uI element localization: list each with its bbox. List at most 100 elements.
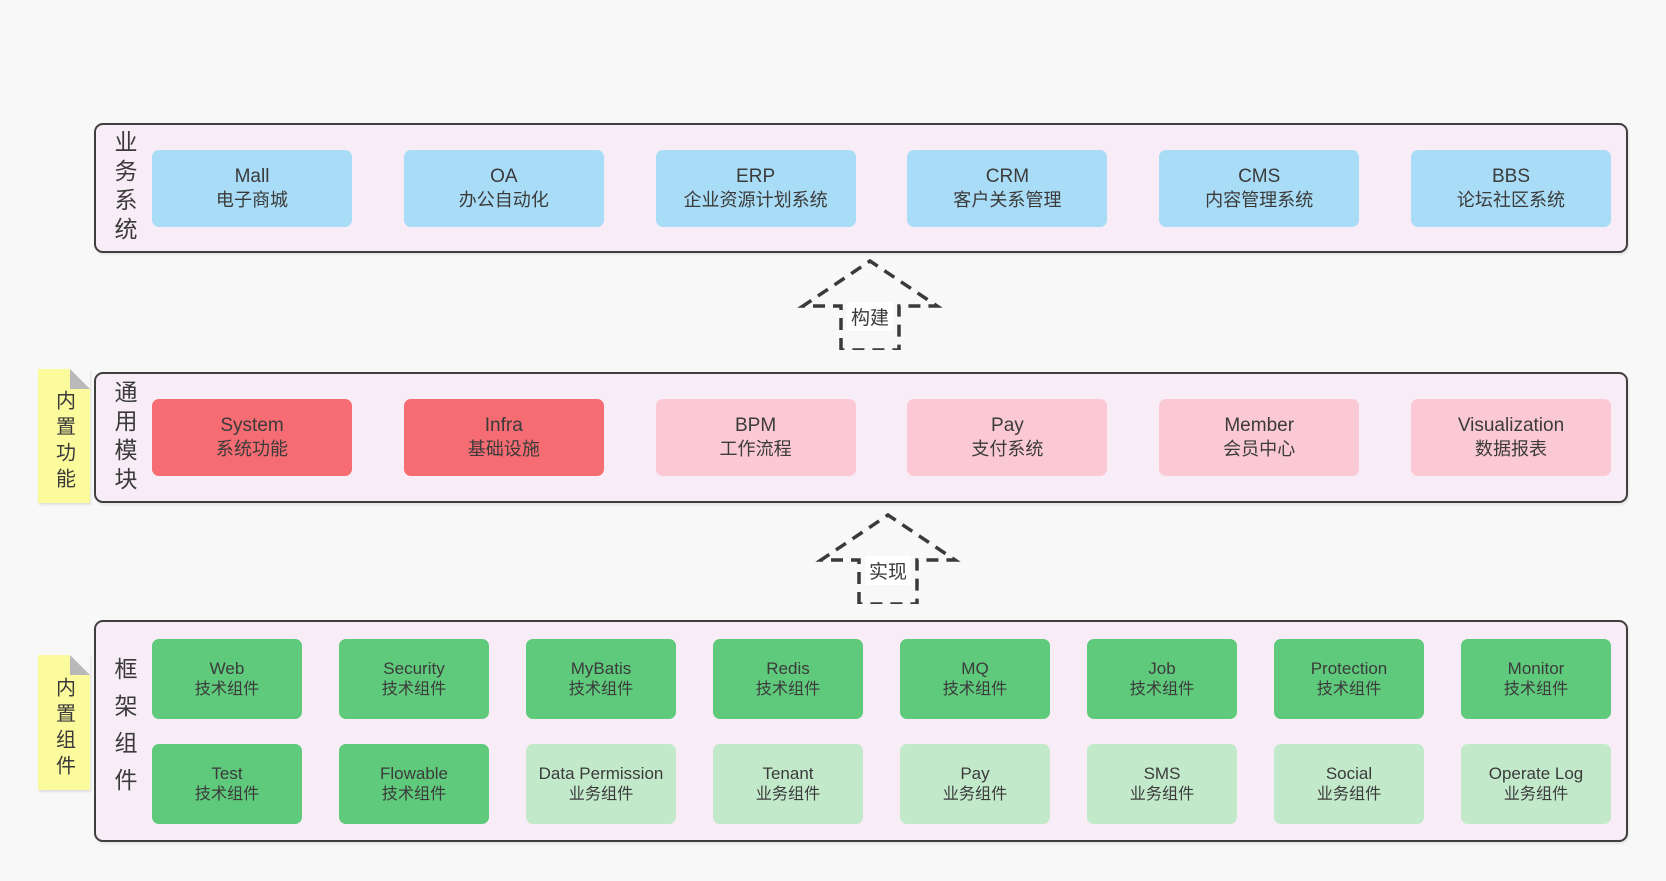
box-security: Security 技术组件 [339, 638, 489, 719]
box-title: Member [1224, 415, 1295, 437]
panel-business-label: 业务系统 [96, 125, 152, 251]
box-subtitle: 业务组件 [755, 785, 821, 804]
box-subtitle: 技术组件 [942, 680, 1008, 699]
box-subtitle: 技术组件 [755, 680, 821, 699]
box-pay-module: Pay 支付系统 [907, 399, 1108, 476]
box-subtitle: 电子商城 [215, 189, 289, 210]
sticky-note-text: 内置组件 [52, 676, 75, 781]
box-subtitle: 论坛社区系统 [1456, 189, 1566, 210]
box-title: Visualization [1457, 415, 1565, 437]
box-social: Social 业务组件 [1274, 743, 1424, 824]
box-sms: SMS 业务组件 [1087, 743, 1237, 824]
panel-framework-components: 框架组件 Web 技术组件 Security 技术组件 MyBatis 技术组件… [94, 620, 1628, 842]
box-title: CRM [985, 165, 1030, 187]
box-title: Operate Log [1488, 763, 1584, 783]
box-pay-component: Pay 业务组件 [900, 743, 1050, 824]
box-oa: OA 办公自动化 [403, 149, 604, 227]
box-mybatis: MyBatis 技术组件 [526, 638, 676, 719]
box-system: System 系统功能 [152, 399, 352, 476]
box-title: Infra [484, 415, 523, 437]
box-subtitle: 技术组件 [1316, 680, 1382, 699]
box-crm: CRM 客户关系管理 [907, 149, 1108, 227]
panel-common-modules: 通用模块 System 系统功能 Infra 基础设施 BPM 工作流程 Pay… [94, 372, 1628, 503]
box-subtitle: 系统功能 [215, 439, 289, 460]
box-title: Pay [991, 415, 1024, 437]
box-title: MQ [961, 658, 989, 678]
panel-business-systems: 业务系统 Mall 电子商城 OA 办公自动化 ERP 企业资源计划系统 CRM… [94, 123, 1628, 253]
box-title: Security [383, 658, 445, 678]
box-title: SMS [1143, 763, 1181, 783]
box-mall: Mall 电子商城 [152, 149, 352, 227]
panel-label-text: 通用模块 [111, 379, 137, 496]
sticky-note-built-in-components: 内置组件 [38, 655, 90, 790]
box-subtitle: 工作流程 [719, 439, 792, 460]
box-job: Job 技术组件 [1087, 638, 1237, 719]
box-subtitle: 业务组件 [1129, 785, 1195, 804]
box-subtitle: 技术组件 [194, 680, 260, 699]
box-cms: CMS 内容管理系统 [1159, 149, 1360, 227]
box-title: Test [211, 763, 243, 783]
box-subtitle: 业务组件 [942, 785, 1008, 804]
box-title: Data Permission [538, 763, 664, 783]
box-subtitle: 客户关系管理 [953, 189, 1062, 210]
box-subtitle: 企业资源计划系统 [683, 189, 828, 210]
box-subtitle: 技术组件 [1503, 680, 1569, 699]
box-subtitle: 内容管理系统 [1205, 189, 1314, 210]
box-subtitle: 基础设施 [467, 439, 540, 460]
box-subtitle: 支付系统 [971, 439, 1044, 460]
box-subtitle: 业务组件 [1503, 785, 1569, 804]
components-box-row-2: Test 技术组件 Flowable 技术组件 Data Permission … [152, 743, 1611, 824]
box-subtitle: 技术组件 [381, 680, 447, 699]
box-title: Flowable [379, 763, 449, 783]
box-visualization: Visualization 数据报表 [1410, 399, 1611, 476]
box-title: Tenant [762, 763, 814, 783]
box-subtitle: 办公自动化 [458, 189, 549, 210]
box-title: Pay [960, 763, 990, 783]
box-bbs: BBS 论坛社区系统 [1410, 149, 1611, 227]
box-title: Web [209, 658, 245, 678]
box-title: CMS [1238, 165, 1281, 187]
box-title: Social [1325, 763, 1373, 783]
box-title: System [220, 415, 284, 437]
panel-label-text: 业务系统 [111, 130, 137, 246]
implement-arrow-icon: 实现 [813, 512, 963, 604]
box-title: MyBatis [570, 658, 632, 678]
sticky-note-text: 内置功能 [52, 390, 75, 494]
build-arrow-label: 构建 [846, 302, 894, 331]
modules-box-row: System 系统功能 Infra 基础设施 BPM 工作流程 Pay 支付系统… [152, 399, 1611, 476]
box-title: Monitor [1507, 658, 1565, 678]
implement-arrow-label: 实现 [864, 556, 912, 585]
box-test: Test 技术组件 [152, 743, 302, 824]
panel-components-label: 框架组件 [96, 622, 152, 840]
box-title: BBS [1491, 165, 1530, 187]
box-data-permission: Data Permission 业务组件 [526, 743, 676, 824]
box-subtitle: 业务组件 [1316, 785, 1382, 804]
box-subtitle: 技术组件 [568, 680, 634, 699]
sticky-note-built-in-features: 内置功能 [38, 369, 90, 503]
box-title: ERP [736, 165, 776, 187]
box-title: BPM [735, 415, 777, 437]
panel-components-content: Web 技术组件 Security 技术组件 MyBatis 技术组件 Redi… [152, 622, 1626, 840]
box-subtitle: 会员中心 [1223, 439, 1296, 460]
box-subtitle: 技术组件 [194, 785, 260, 804]
box-tenant: Tenant 业务组件 [713, 743, 863, 824]
box-title: Protection [1310, 658, 1388, 678]
box-monitor: Monitor 技术组件 [1461, 638, 1611, 719]
box-title: Mall [234, 165, 270, 187]
box-operate-log: Operate Log 业务组件 [1461, 743, 1611, 824]
panel-business-content: Mall 电子商城 OA 办公自动化 ERP 企业资源计划系统 CRM 客户关系… [152, 125, 1626, 251]
box-erp: ERP 企业资源计划系统 [655, 149, 856, 227]
panel-modules-label: 通用模块 [96, 374, 152, 501]
box-title: OA [490, 165, 518, 187]
box-subtitle: 技术组件 [381, 785, 447, 804]
box-subtitle: 数据报表 [1474, 439, 1548, 460]
build-arrow-icon: 构建 [795, 258, 945, 350]
box-subtitle: 业务组件 [568, 785, 634, 804]
box-mq: MQ 技术组件 [900, 638, 1050, 719]
components-box-row-1: Web 技术组件 Security 技术组件 MyBatis 技术组件 Redi… [152, 638, 1611, 719]
box-title: Job [1148, 658, 1176, 678]
business-box-row: Mall 电子商城 OA 办公自动化 ERP 企业资源计划系统 CRM 客户关系… [152, 149, 1611, 227]
panel-label-text: 框架组件 [111, 657, 137, 805]
box-title: Redis [766, 658, 810, 678]
box-infra: Infra 基础设施 [403, 399, 604, 476]
